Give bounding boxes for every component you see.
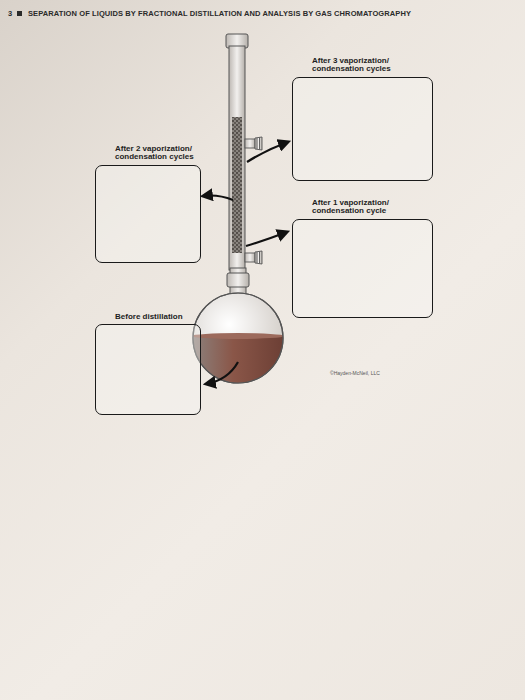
empty-box: [95, 324, 201, 415]
empty-box: [292, 77, 433, 181]
labeled-box: After 1 vaporization/ condensation cycle: [292, 199, 433, 318]
box-heading: After 3 vaporization/ condensation cycle…: [312, 57, 424, 74]
copyright-note: ©Hayden-McNeil, LLC: [330, 370, 380, 376]
labeled-box: After 2 vaporization/ condensation cycle…: [95, 145, 201, 263]
page-number: 3: [8, 9, 12, 18]
header-square: [17, 11, 22, 16]
labeled-box: After 3 vaporization/ condensation cycle…: [292, 57, 433, 181]
box-heading: Before distillation: [115, 313, 227, 321]
box-heading: After 1 vaporization/ condensation cycle: [312, 199, 424, 216]
empty-box: [292, 219, 433, 318]
empty-box: [95, 165, 201, 263]
leader-arrow: [203, 142, 288, 384]
running-header: SEPARATION OF LIQUIDS BY FRACTIONAL DIST…: [28, 9, 411, 18]
box-heading: After 2 vaporization/ condensation cycle…: [115, 145, 227, 162]
labeled-box: Before distillation: [95, 313, 201, 415]
